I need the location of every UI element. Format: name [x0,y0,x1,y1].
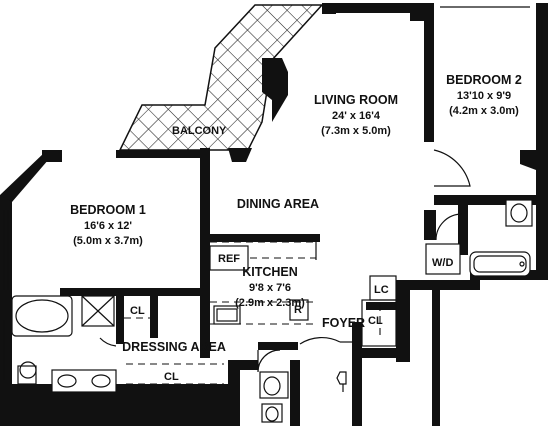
kitchen-dimensions-metric: (2.9m x 2.3m) [235,297,305,309]
dressing-area-label: DRESSING AREA [122,340,226,354]
foyer-fixtures [257,275,397,392]
living-room-title: LIVING ROOM [314,93,398,107]
bath-closet-label: CL [130,305,145,317]
bath-3-fixtures [259,371,289,423]
ref-label: REF [218,253,240,265]
balcony-area [118,4,324,151]
kitchen-fixtures [209,241,317,325]
bedroom-2-dimensions-metric: (4.2m x 3.0m) [449,105,519,117]
dining-area-label: DINING AREA [237,197,319,211]
lc-label: LC [374,284,389,296]
interior-walls [60,3,536,358]
bath-2-fixtures [425,149,533,277]
bedroom-2-title: BEDROOM 2 [446,73,522,87]
bath-1-fixtures [11,295,224,393]
bedroom-1-title: BEDROOM 1 [70,203,146,217]
kitchen-title: KITCHEN [242,265,298,279]
kitchen-dimensions: 9'8 x 7'6 [249,282,291,294]
dressing-closet-label: CL [164,371,179,383]
bedroom-1-dimensions: 16'6 x 12' [84,220,132,232]
bedroom-2-dimensions: 13'10 x 9'9 [457,90,511,102]
bedroom-1-dimensions-metric: (5.0m x 3.7m) [73,235,143,247]
labels: BALCONY LIVING ROOM 24' x 16'4 (7.3m x 5… [70,73,522,383]
windows [3,6,543,380]
foyer-closet-label: CL [368,315,383,327]
living-room-dimensions: 24' x 16'4 [332,110,381,122]
wd-label: W/D [432,257,453,269]
balcony-label: BALCONY [172,125,227,137]
range-label: R [294,304,302,316]
foyer-label: FOYER [322,316,365,330]
outer-walls [0,3,548,426]
living-room-dimensions-metric: (7.3m x 5.0m) [321,125,391,137]
